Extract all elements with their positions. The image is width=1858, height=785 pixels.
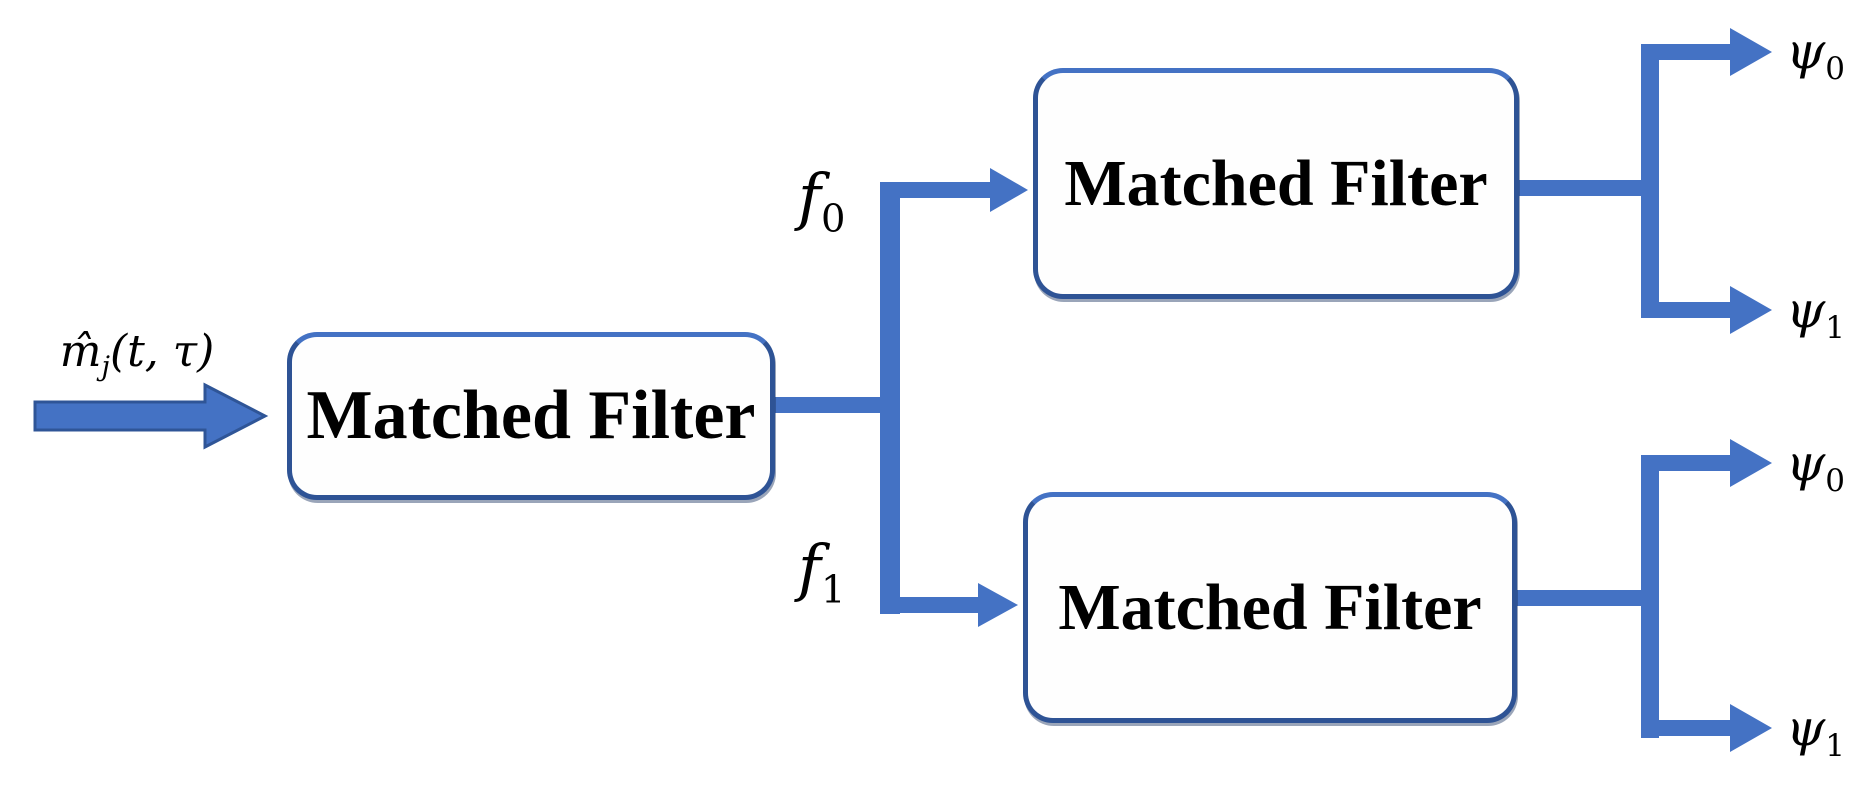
- psi0-upper-base: ψ: [1786, 22, 1826, 80]
- input-signal-label: m̂j(t, τ): [22, 326, 252, 381]
- upper-fork-wire: [1517, 28, 1772, 334]
- f1-base: f: [798, 531, 821, 604]
- matched-filter-label-lower: Matched Filter: [1058, 570, 1482, 644]
- input-signal-args: (t, τ): [109, 326, 215, 377]
- matched-filter-box-upper: Matched Filter: [1033, 68, 1519, 299]
- lower-fork-wire: [1517, 439, 1772, 752]
- input-arrow-icon: [33, 382, 269, 450]
- matched-filter-box-lower: Matched Filter: [1023, 492, 1517, 723]
- upper-psi0-arrowhead-icon: [1730, 28, 1772, 76]
- lower-psi1-arrowhead-icon: [1730, 704, 1772, 752]
- matched-filter-label-upper: Matched Filter: [1064, 146, 1488, 220]
- input-signal-base: m̂: [59, 326, 102, 377]
- psi0-lower-base: ψ: [1786, 434, 1826, 492]
- matched-filter-label-stage1: Matched Filter: [306, 377, 756, 454]
- input-signal-subscript: j: [101, 351, 110, 383]
- psi1-lower-base: ψ: [1786, 699, 1826, 757]
- branch-f1-arrowhead-icon: [978, 583, 1018, 627]
- psi1-lower-subscript: 1: [1825, 727, 1845, 764]
- output-label-psi1-upper: ψ1: [1786, 279, 1845, 343]
- f0-base: f: [798, 160, 821, 233]
- psi0-lower-subscript: 0: [1825, 462, 1845, 499]
- f0-subscript: 0: [820, 196, 846, 242]
- psi1-upper-subscript: 1: [1825, 309, 1845, 346]
- branch-label-f1: f1: [798, 523, 845, 613]
- f1-subscript: 1: [820, 567, 846, 613]
- branch-label-f0: f0: [798, 152, 845, 242]
- branch-f0-arrowhead-icon: [990, 168, 1028, 212]
- splitter-wire: [775, 168, 1028, 627]
- output-label-psi0-upper: ψ0: [1786, 20, 1845, 84]
- psi1-upper-base: ψ: [1786, 281, 1826, 339]
- output-label-psi0-lower: ψ0: [1786, 432, 1845, 496]
- psi0-upper-subscript: 0: [1825, 50, 1845, 87]
- matched-filter-box-stage1: Matched Filter: [287, 332, 775, 500]
- output-label-psi1-lower: ψ1: [1786, 697, 1845, 761]
- upper-psi1-arrowhead-icon: [1730, 286, 1772, 334]
- lower-psi0-arrowhead-icon: [1730, 439, 1772, 487]
